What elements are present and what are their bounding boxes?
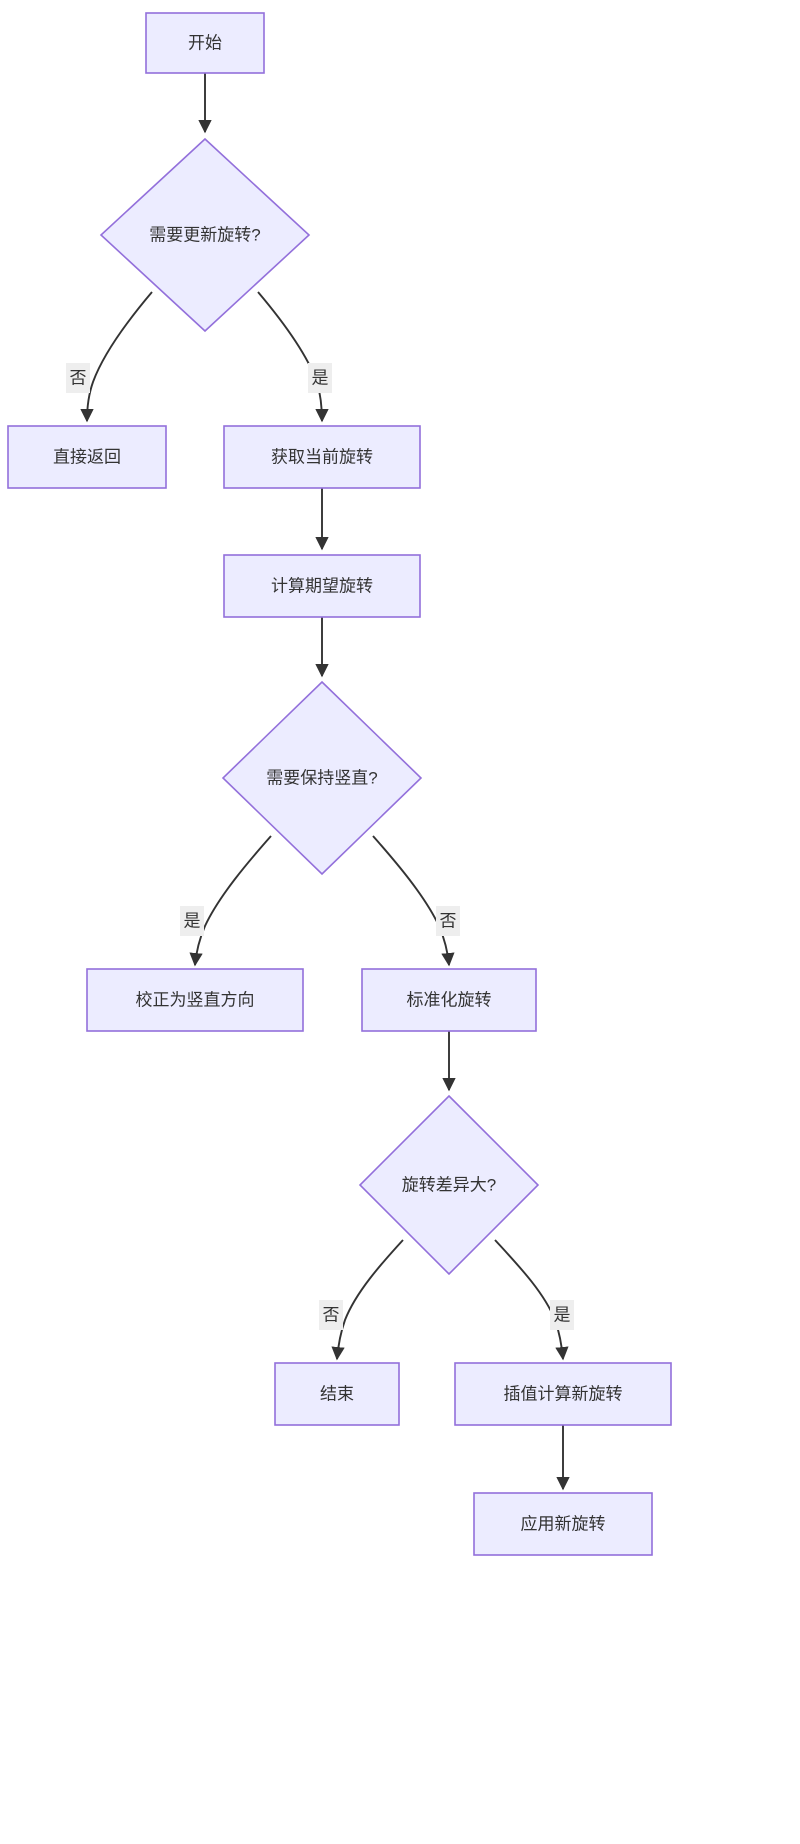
- node-layer: 开始 需要更新旋转? 直接返回 获取当前旋转 计算期望旋转: [7, 12, 672, 1556]
- edge-dec1-to-getcur: [257, 291, 329, 423]
- node-direct-return-shape[interactable]: [7, 425, 167, 489]
- node-dec1-shape[interactable]: [99, 137, 311, 333]
- edge-dec2-to-normalize: [372, 835, 455, 967]
- node-start[interactable]: 开始: [145, 12, 265, 74]
- edge-dec3-to-end: [331, 1239, 404, 1361]
- node-apply-new-rotation-label: 应用新旋转: [521, 1514, 606, 1533]
- node-direct-return[interactable]: 直接返回: [7, 425, 167, 489]
- node-normalize-rotation[interactable]: 标准化旋转: [361, 968, 537, 1032]
- node-get-current-rotation[interactable]: 获取当前旋转: [223, 425, 421, 489]
- edge-label-dec3-yes-bg: [550, 1300, 574, 1330]
- edge-label-dec1-no-bg: [66, 363, 90, 393]
- edge-label-dec1-no: 否: [66, 363, 90, 393]
- node-correct-upright[interactable]: 校正为竖直方向: [86, 968, 304, 1032]
- node-get-current-rotation-shape[interactable]: [223, 425, 421, 489]
- node-dec2-shape[interactable]: [221, 680, 423, 876]
- node-apply-new-rotation[interactable]: 应用新旋转: [473, 1492, 653, 1556]
- edge-label-dec2-no-bg: [436, 906, 460, 936]
- edge-label-dec3-no: 否: [319, 1300, 343, 1330]
- edge-label-dec1-no-text: 否: [70, 368, 87, 387]
- edge-label-dec1-yes-bg: [308, 363, 332, 393]
- node-dec1-label: 需要更新旋转?: [149, 225, 260, 244]
- edge-label-dec3-yes: 是: [550, 1300, 574, 1330]
- node-correct-upright-shape[interactable]: [86, 968, 304, 1032]
- node-get-current-rotation-label: 获取当前旋转: [271, 447, 373, 466]
- node-interpolate-new-rotation[interactable]: 插值计算新旋转: [454, 1362, 672, 1426]
- node-dec3-shape[interactable]: [358, 1094, 540, 1276]
- edge-label-layer: 否 是 是 否 否 是: [66, 363, 574, 1330]
- edge-label-dec3-yes-text: 是: [554, 1305, 571, 1324]
- node-dec3-label: 旋转差异大?: [402, 1175, 496, 1194]
- edge-dec3-to-interp: [494, 1239, 569, 1361]
- edge-label-dec2-yes-text: 是: [184, 911, 201, 930]
- edge-label-dec1-yes: 是: [308, 363, 332, 393]
- node-interpolate-new-rotation-label: 插值计算新旋转: [504, 1384, 623, 1403]
- edge-layer: [80, 73, 570, 1491]
- node-dec1[interactable]: 需要更新旋转?: [99, 137, 311, 333]
- node-start-shape[interactable]: [145, 12, 265, 74]
- node-calc-desired-rotation-shape[interactable]: [223, 554, 421, 618]
- edge-label-dec2-no: 否: [436, 906, 460, 936]
- edge-label-dec3-no-bg: [319, 1300, 343, 1330]
- node-dec2-label: 需要保持竖直?: [266, 768, 377, 787]
- node-calc-desired-rotation[interactable]: 计算期望旋转: [223, 554, 421, 618]
- edge-label-dec3-no-text: 否: [323, 1305, 340, 1324]
- node-end-shape[interactable]: [274, 1362, 400, 1426]
- node-correct-upright-label: 校正为竖直方向: [136, 990, 255, 1009]
- node-normalize-rotation-label: 标准化旋转: [407, 990, 492, 1009]
- node-apply-new-rotation-shape[interactable]: [473, 1492, 653, 1556]
- node-start-label: 开始: [188, 33, 222, 52]
- node-dec2[interactable]: 需要保持竖直?: [221, 680, 423, 876]
- node-end[interactable]: 结束: [274, 1362, 400, 1426]
- node-end-label: 结束: [320, 1384, 354, 1403]
- edge-label-dec2-yes-bg: [180, 906, 204, 936]
- node-normalize-rotation-shape[interactable]: [361, 968, 537, 1032]
- node-direct-return-label: 直接返回: [53, 447, 121, 466]
- edge-label-dec2-yes: 是: [180, 906, 204, 936]
- node-dec3[interactable]: 旋转差异大?: [358, 1094, 540, 1276]
- edge-dec1-to-direct: [80, 291, 153, 423]
- node-calc-desired-rotation-label: 计算期望旋转: [271, 576, 373, 595]
- edge-label-dec2-no-text: 否: [440, 911, 457, 930]
- edge-dec2-to-correct: [189, 835, 272, 967]
- edge-label-dec1-yes-text: 是: [312, 368, 329, 387]
- node-interpolate-new-rotation-shape[interactable]: [454, 1362, 672, 1426]
